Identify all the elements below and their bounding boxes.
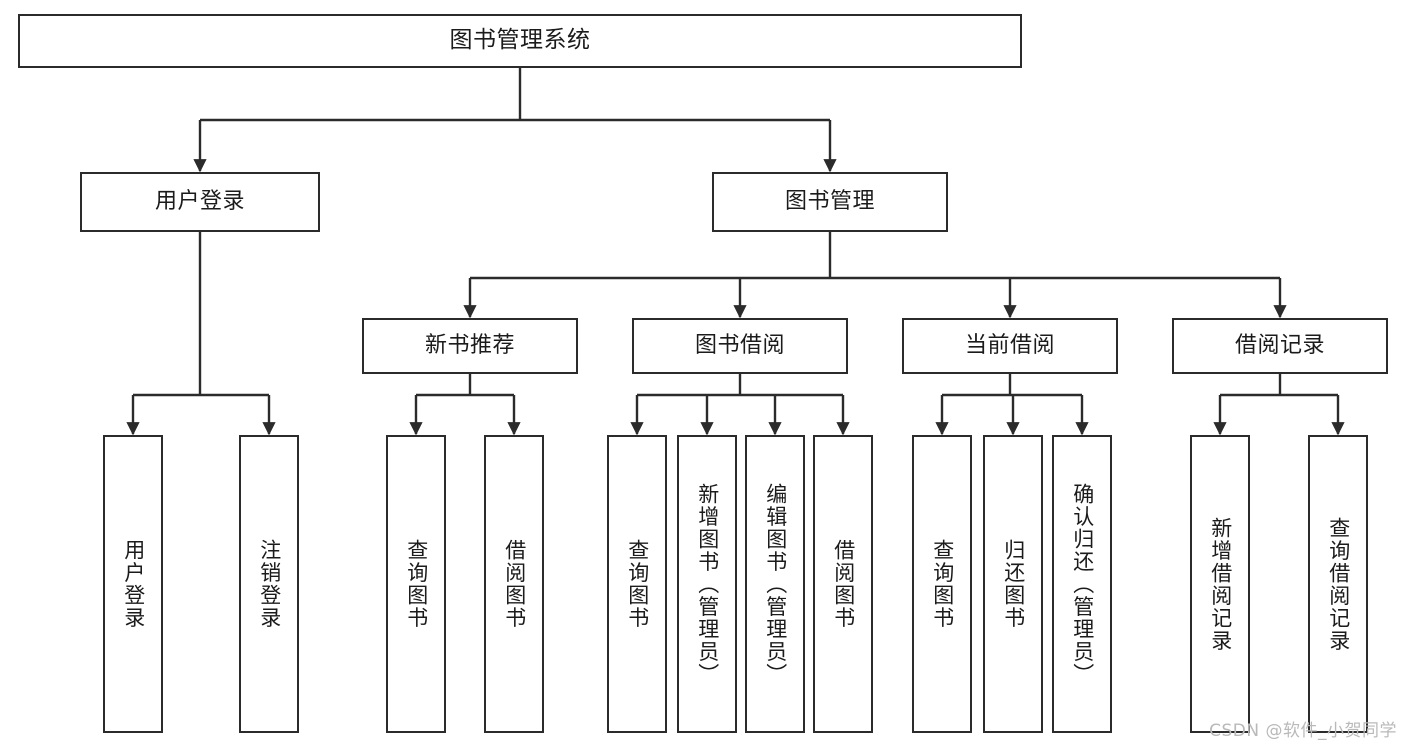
node-leaf-user-login[interactable]: 用户登录 [103, 435, 163, 733]
node-book-manage-label: 图书管理 [784, 188, 875, 214]
node-leaf-edit-book-admin[interactable]: 编辑图书（管理员） [745, 435, 805, 733]
node-leaf-return-book[interactable]: 归还图书 [983, 435, 1043, 733]
node-leaf-query-borrow-record[interactable]: 查询借阅记录 [1308, 435, 1368, 733]
node-leaf-return-book-label: 归还图书 [1001, 539, 1026, 629]
node-book-manage[interactable]: 图书管理 [712, 172, 948, 232]
node-borrow-record-label: 借阅记录 [1234, 332, 1325, 358]
node-leaf-add-borrow-record-label: 新增借阅记录 [1208, 516, 1233, 652]
node-root-图书管理系统[interactable]: 图书管理系统 [18, 14, 1022, 68]
node-new-book-recommend[interactable]: 新书推荐 [362, 318, 578, 374]
node-leaf-query-borrow-record-label: 查询借阅记录 [1326, 516, 1351, 652]
node-user-login-label: 用户登录 [154, 188, 245, 214]
node-leaf-logout[interactable]: 注销登录 [239, 435, 299, 733]
csdn-watermark: CSDN @软件_小贺同学 [1209, 721, 1397, 741]
node-leaf-user-login-label: 用户登录 [121, 539, 146, 629]
node-book-borrow[interactable]: 图书借阅 [632, 318, 848, 374]
node-leaf-query-book-2[interactable]: 查询图书 [607, 435, 667, 733]
node-leaf-confirm-return[interactable]: 确认归还（管理员） [1052, 435, 1112, 733]
node-leaf-query-book-3[interactable]: 查询图书 [912, 435, 972, 733]
node-leaf-add-borrow-record[interactable]: 新增借阅记录 [1190, 435, 1250, 733]
node-leaf-borrow-book-1-label: 借阅图书 [502, 539, 527, 629]
node-root-图书管理系统-label: 图书管理系统 [449, 27, 591, 54]
node-leaf-query-book-1-label: 查询图书 [404, 539, 429, 629]
node-leaf-edit-book-admin-label: 编辑图书（管理员） [763, 482, 788, 686]
node-current-borrow-label: 当前借阅 [964, 332, 1055, 358]
node-leaf-borrow-book-2[interactable]: 借阅图书 [813, 435, 873, 733]
node-book-borrow-label: 图书借阅 [694, 332, 785, 358]
node-leaf-borrow-book-1[interactable]: 借阅图书 [484, 435, 544, 733]
node-leaf-query-book-2-label: 查询图书 [625, 539, 650, 629]
node-leaf-logout-label: 注销登录 [257, 539, 282, 629]
node-leaf-query-book-1[interactable]: 查询图书 [386, 435, 446, 733]
node-current-borrow[interactable]: 当前借阅 [902, 318, 1118, 374]
node-user-login[interactable]: 用户登录 [80, 172, 320, 232]
node-borrow-record[interactable]: 借阅记录 [1172, 318, 1388, 374]
node-leaf-query-book-3-label: 查询图书 [930, 539, 955, 629]
node-leaf-add-book-admin-label: 新增图书（管理员） [695, 482, 720, 686]
node-leaf-confirm-return-label: 确认归还（管理员） [1070, 482, 1095, 686]
node-leaf-borrow-book-2-label: 借阅图书 [831, 539, 856, 629]
node-new-book-recommend-label: 新书推荐 [424, 332, 515, 358]
node-leaf-add-book-admin[interactable]: 新增图书（管理员） [677, 435, 737, 733]
